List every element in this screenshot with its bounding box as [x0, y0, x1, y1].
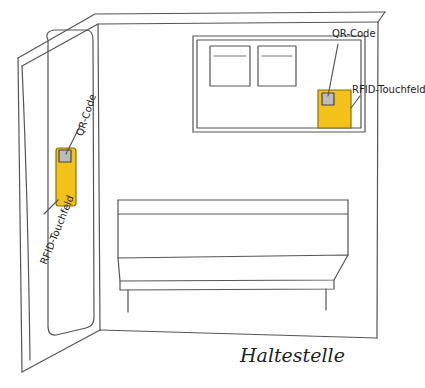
- bench-leg: [128, 289, 326, 312]
- glass-panel: [47, 30, 94, 335]
- poster-detail: [214, 56, 292, 57]
- callout-label: RFID-Touchfeld: [352, 84, 425, 95]
- poster-frame: [193, 36, 365, 132]
- qr-code-symbol: [59, 150, 71, 162]
- roof-line: [22, 22, 378, 66]
- side-panel: [18, 58, 22, 372]
- leader-line: [351, 96, 360, 108]
- wall-edge: [377, 22, 378, 338]
- caption: Haltestelle: [240, 344, 345, 366]
- leader-line: [328, 44, 338, 96]
- poster: [258, 46, 296, 86]
- bench-support: [118, 200, 348, 258]
- side-panel: [22, 330, 100, 372]
- floor-line: [100, 330, 377, 338]
- poster-frame: [197, 40, 361, 128]
- bench-seat: [120, 280, 334, 290]
- callout-label: QR-Code: [74, 93, 98, 138]
- poster: [210, 46, 250, 86]
- callout-label: QR-Code: [332, 28, 376, 39]
- roof-line: [18, 12, 385, 58]
- roof-edge: [378, 12, 385, 22]
- side-panel: [22, 66, 30, 360]
- wall-edge: [98, 24, 100, 330]
- bench-backrest: [118, 200, 348, 214]
- leader-line: [44, 200, 58, 214]
- bench-seat: [118, 255, 348, 281]
- rfid-touch-field: [318, 90, 351, 128]
